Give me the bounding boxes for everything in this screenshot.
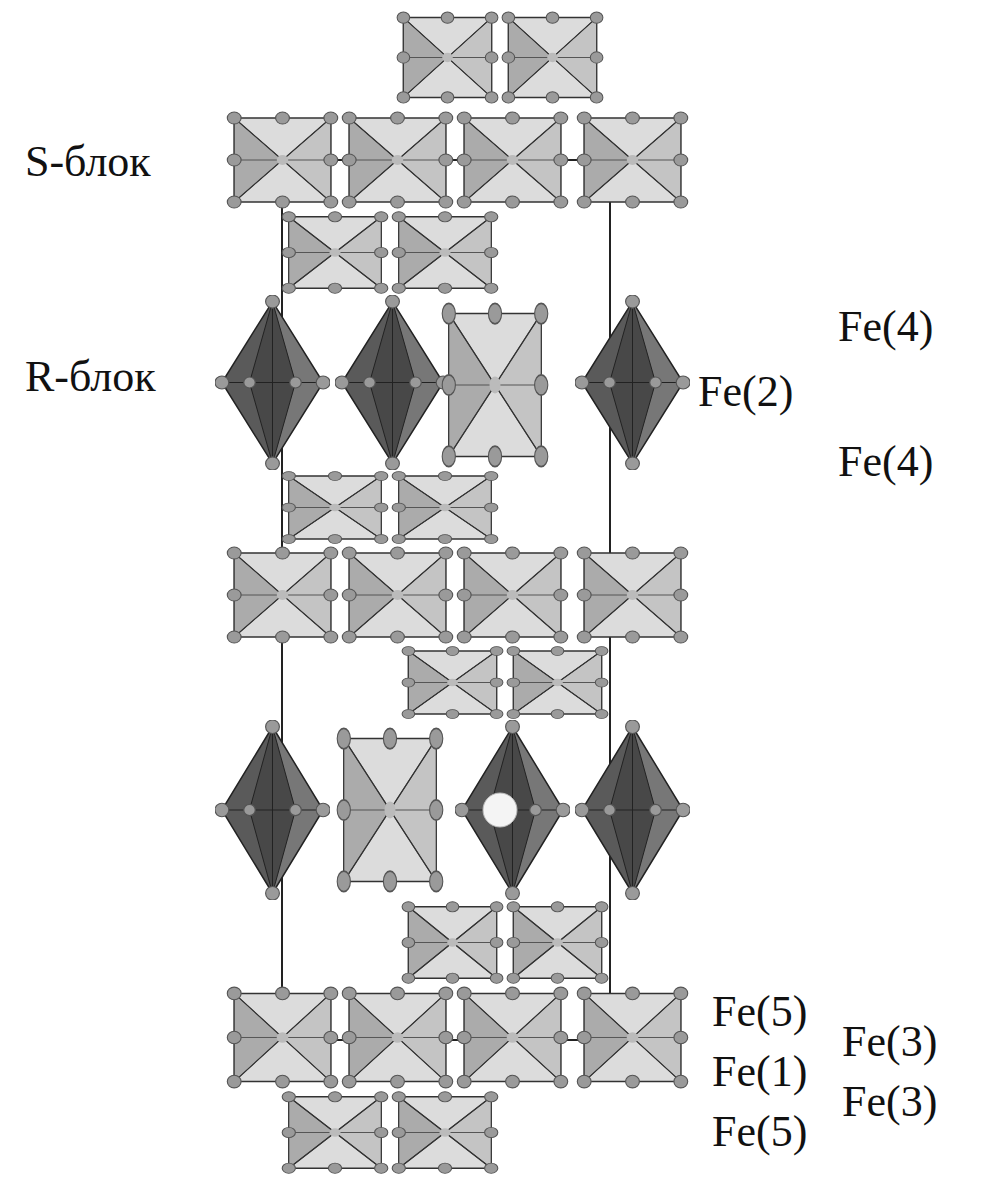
octahedron: [507, 647, 608, 719]
octahedron: [282, 212, 388, 294]
octahedron: [577, 547, 687, 643]
bipyramids: [215, 295, 690, 900]
bipyramid: [455, 720, 570, 900]
octahedron: [577, 112, 687, 208]
bipyramid: [335, 295, 450, 470]
site-label: Fe(5): [712, 1110, 807, 1154]
octahedron: [502, 12, 603, 103]
octahedron: [342, 112, 452, 208]
octahedron: [397, 12, 498, 103]
site-label: Fe(1): [712, 1050, 807, 1094]
bipyramid: [215, 295, 330, 470]
bipyramid: [215, 720, 330, 900]
bipyramid: [575, 720, 690, 900]
octahedron: [282, 472, 388, 544]
octahedron: [402, 902, 503, 984]
site-label: Fe(3): [842, 1020, 937, 1064]
site-label: Fe(4): [838, 440, 933, 484]
octahedron: [392, 212, 498, 294]
site-label: Fe(3): [842, 1080, 937, 1124]
octahedron: [282, 1092, 388, 1174]
octahedron: [457, 112, 567, 208]
octahedron: [577, 987, 687, 1088]
octahedron: [227, 112, 337, 208]
octahedron: [342, 547, 452, 643]
octahedron: [227, 547, 337, 643]
octahedron: [402, 647, 503, 719]
block-label: S-блок: [25, 140, 151, 184]
site-label: Fe(4): [838, 305, 933, 349]
octahedron: [342, 987, 452, 1088]
site-label: Fe(2): [698, 370, 793, 414]
octahedron: [337, 728, 443, 891]
block-label: R-блок: [25, 355, 156, 399]
octahedron: [392, 472, 498, 544]
octahedron: [507, 902, 608, 984]
site-label: Fe(5): [712, 990, 807, 1034]
octahedron: [227, 987, 337, 1088]
octahedra: [227, 12, 687, 1173]
ba-atom: [483, 793, 517, 827]
octahedron: [392, 1092, 498, 1174]
bipyramid: [575, 295, 690, 470]
octahedron: [442, 303, 548, 466]
octahedron: [457, 987, 567, 1088]
octahedron: [457, 547, 567, 643]
